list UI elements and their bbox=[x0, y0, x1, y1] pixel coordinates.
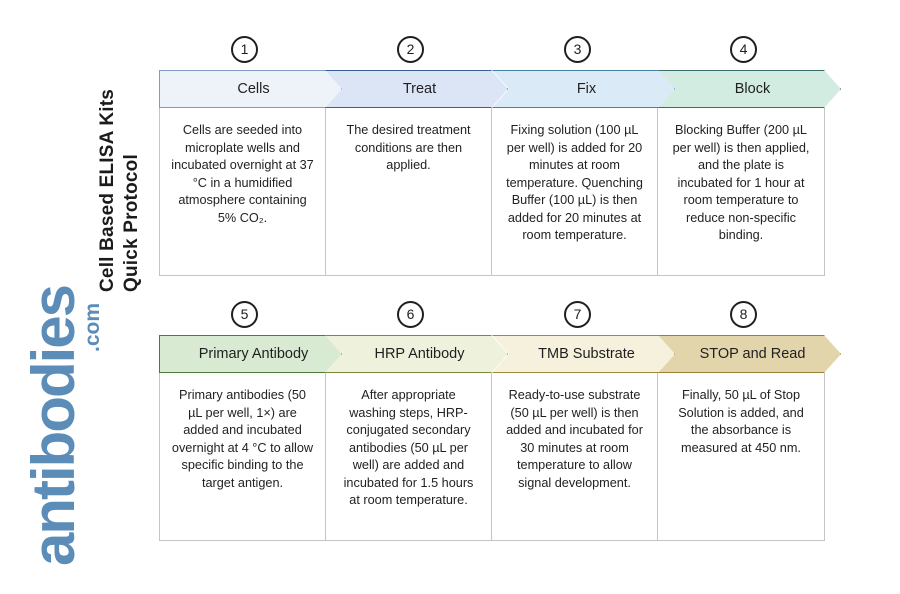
description-cell: Cells are seeded into microplate wells a… bbox=[160, 108, 326, 275]
step-chevron-hrp-antibody: HRP Antibody bbox=[325, 335, 508, 373]
description-text: Cells are seeded into microplate wells a… bbox=[171, 123, 314, 225]
description-cell: Finally, 50 µL of Stop Solution is added… bbox=[658, 373, 824, 540]
page-title-line-2: Quick Protocol bbox=[121, 154, 142, 292]
step-number-badge: 7 bbox=[564, 301, 591, 328]
step-chevron-treat: Treat bbox=[325, 70, 508, 108]
description-panel-row: Primary antibodies (50 µL per well, 1×) … bbox=[159, 373, 825, 541]
step-chevron-label: Cells bbox=[237, 81, 270, 97]
chevron-strip: Cells Treat Fix Block bbox=[159, 70, 842, 108]
description-cell: Blocking Buffer (200 µL per well) is the… bbox=[658, 108, 824, 275]
step-chevron-label: Primary Antibody bbox=[198, 346, 309, 362]
step-number-badge: 3 bbox=[564, 36, 591, 63]
step-number-badge: 4 bbox=[730, 36, 757, 63]
protocol-row-1: 1 2 3 4 Cells Treat Fix Block Cells are … bbox=[159, 36, 842, 276]
left-rail: Cell Based ELISA Kits Quick Protocol ant… bbox=[0, 0, 150, 594]
step-chevron-tmb-substrate: TMB Substrate bbox=[492, 335, 675, 373]
step-chevron-label: TMB Substrate bbox=[538, 346, 635, 362]
description-text: The desired treatment conditions are the… bbox=[346, 123, 471, 172]
step-number-strip: 1 2 3 4 bbox=[159, 36, 825, 70]
step-chevron-stop-and-read: STOP and Read bbox=[658, 335, 841, 373]
description-text: Primary antibodies (50 µL per well, 1×) … bbox=[171, 388, 314, 490]
step-chevron-label: HRP Antibody bbox=[374, 346, 465, 362]
step-chevron-block: Block bbox=[658, 70, 841, 108]
description-text: After appropriate washing steps, HRP-con… bbox=[343, 388, 474, 507]
step-chevron-label: STOP and Read bbox=[699, 346, 806, 362]
step-chevron-fix: Fix bbox=[492, 70, 675, 108]
description-cell: Fixing solution (100 µL per well) is add… bbox=[492, 108, 658, 275]
description-text: Fixing solution (100 µL per well) is add… bbox=[506, 123, 643, 242]
step-number-strip: 5 6 7 8 bbox=[159, 301, 825, 335]
description-cell: The desired treatment conditions are the… bbox=[326, 108, 492, 275]
protocol-row-2: 5 6 7 8 Primary Antibody HRP Antibody TM… bbox=[159, 301, 842, 541]
step-chevron-label: Treat bbox=[402, 81, 437, 97]
step-chevron-label: Block bbox=[734, 81, 771, 97]
description-cell: After appropriate washing steps, HRP-con… bbox=[326, 373, 492, 540]
step-number-badge: 5 bbox=[231, 301, 258, 328]
step-chevron-label: Fix bbox=[576, 81, 597, 97]
step-number-badge: 1 bbox=[231, 36, 258, 63]
step-chevron-cells: Cells bbox=[159, 70, 342, 108]
step-chevron-primary-antibody: Primary Antibody bbox=[159, 335, 342, 373]
page-title-line-1: Cell Based ELISA Kits bbox=[97, 88, 118, 292]
description-text: Ready-to-use substrate (50 µL per well) … bbox=[506, 388, 643, 490]
description-cell: Primary antibodies (50 µL per well, 1×) … bbox=[160, 373, 326, 540]
brand-logo-wordmark: antibodies bbox=[20, 285, 87, 566]
step-number-badge: 2 bbox=[397, 36, 424, 63]
description-text: Blocking Buffer (200 µL per well) is the… bbox=[672, 123, 810, 242]
description-panel-row: Cells are seeded into microplate wells a… bbox=[159, 108, 825, 276]
description-cell: Ready-to-use substrate (50 µL per well) … bbox=[492, 373, 658, 540]
step-number-badge: 6 bbox=[397, 301, 424, 328]
chevron-strip: Primary Antibody HRP Antibody TMB Substr… bbox=[159, 335, 842, 373]
step-number-badge: 8 bbox=[730, 301, 757, 328]
brand-logo-tld: .com bbox=[81, 302, 104, 352]
description-text: Finally, 50 µL of Stop Solution is added… bbox=[678, 388, 804, 455]
